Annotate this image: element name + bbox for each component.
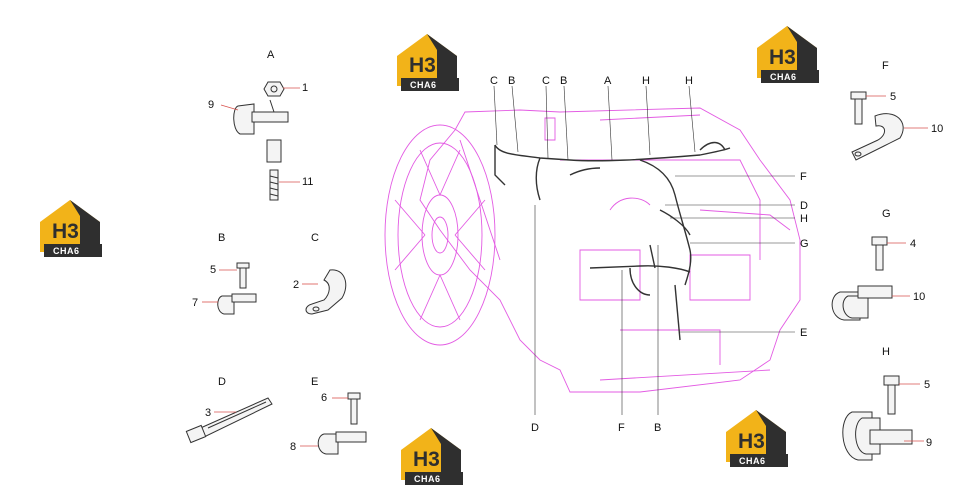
logo-left: H3 CHA6	[40, 200, 102, 257]
detail-h: H 5 9	[842, 346, 932, 461]
bolt-icon	[854, 97, 863, 125]
callout-bottom-d: D	[531, 422, 539, 434]
part-num-5: 5	[924, 379, 930, 391]
p-clamp-icon	[305, 269, 347, 315]
main-callouts-top: C B C B A H H	[490, 75, 693, 87]
logo-text: H3	[52, 220, 79, 243]
nut-icon	[263, 81, 285, 97]
callout-top-a: A	[604, 75, 612, 87]
callout-bottom-b: B	[654, 422, 661, 434]
part-num-9: 9	[208, 99, 214, 111]
clamp-icon	[217, 295, 235, 315]
detail-c-header: C	[311, 232, 319, 244]
bolt-icon	[350, 397, 358, 425]
main-callouts-bottom: D F B	[531, 422, 661, 434]
bolt-icon	[239, 265, 247, 289]
callout-right-e: E	[800, 327, 807, 339]
bolt-icon	[875, 243, 884, 271]
part-num-2: 2	[293, 279, 299, 291]
detail-c: C 2	[293, 232, 347, 315]
callout-right-h: H	[800, 213, 808, 225]
callout-top-h1: H	[642, 75, 650, 87]
p-clamp-icon	[851, 113, 904, 161]
logo-text: H3	[409, 54, 436, 77]
logo-text: H3	[413, 448, 440, 471]
detail-d: D 3	[185, 376, 273, 444]
detail-g-header: G	[882, 208, 891, 220]
engine-outline	[384, 107, 801, 393]
detail-f-header: F	[882, 60, 889, 72]
part-num-11: 11	[302, 176, 313, 188]
detail-h-header: H	[882, 346, 890, 358]
callout-top-h2: H	[685, 75, 693, 87]
logo-subtext: CHA6	[53, 246, 80, 256]
logo-top-center: H3 CHA6	[397, 34, 459, 91]
detail-g: G 4 10	[831, 208, 925, 321]
part-num-5: 5	[890, 91, 896, 103]
spacer-icon	[266, 139, 282, 163]
callout-right-d: D	[800, 200, 808, 212]
logo-subtext: CHA6	[410, 80, 437, 90]
logo-text: H3	[769, 46, 796, 69]
part-num-4: 4	[910, 238, 916, 250]
logo-bottom-right: H3 CHA6	[726, 410, 788, 467]
detail-d-header: D	[218, 376, 226, 388]
part-num-5: 5	[210, 264, 216, 276]
detail-e: E 6 8	[290, 376, 367, 455]
detail-a: A 1 9 11	[208, 49, 313, 201]
logo-text: H3	[738, 430, 765, 453]
part-num-9: 9	[926, 437, 932, 449]
logo-bottom-center: H3 CHA6	[401, 428, 463, 485]
part-num-3: 3	[205, 407, 211, 419]
logo-subtext: CHA6	[739, 456, 766, 466]
part-num-10: 10	[913, 291, 925, 303]
part-num-6: 6	[321, 392, 327, 404]
callout-bottom-f: F	[618, 422, 625, 434]
detail-b-header: B	[218, 232, 225, 244]
part-num-10: 10	[931, 123, 943, 135]
callout-top-c2: C	[542, 75, 550, 87]
part-num-7: 7	[192, 297, 198, 309]
detail-e-header: E	[311, 376, 318, 388]
logo-subtext: CHA6	[414, 474, 441, 484]
detail-f: F 5 10	[850, 60, 943, 161]
clamp-icon	[233, 103, 255, 135]
logo-subtext: CHA6	[770, 72, 797, 82]
bolt-icon	[887, 383, 896, 415]
main-callout-leaders	[493, 85, 795, 415]
stud-icon	[269, 169, 279, 201]
detail-a-header: A	[267, 49, 275, 61]
callout-top-b1: B	[508, 75, 515, 87]
clamp-icon	[317, 433, 339, 455]
main-callouts-right: F D H G E	[800, 171, 809, 339]
callout-right-g: G	[800, 238, 809, 250]
detail-b: B 5 7	[192, 232, 257, 315]
callout-top-c1: C	[490, 75, 498, 87]
wiring-harness	[494, 141, 731, 341]
part-num-1: 1	[302, 82, 308, 94]
callout-top-b2: B	[560, 75, 567, 87]
part-num-8: 8	[290, 441, 296, 453]
logo-top-right: H3 CHA6	[757, 26, 819, 83]
callout-right-f: F	[800, 171, 807, 183]
